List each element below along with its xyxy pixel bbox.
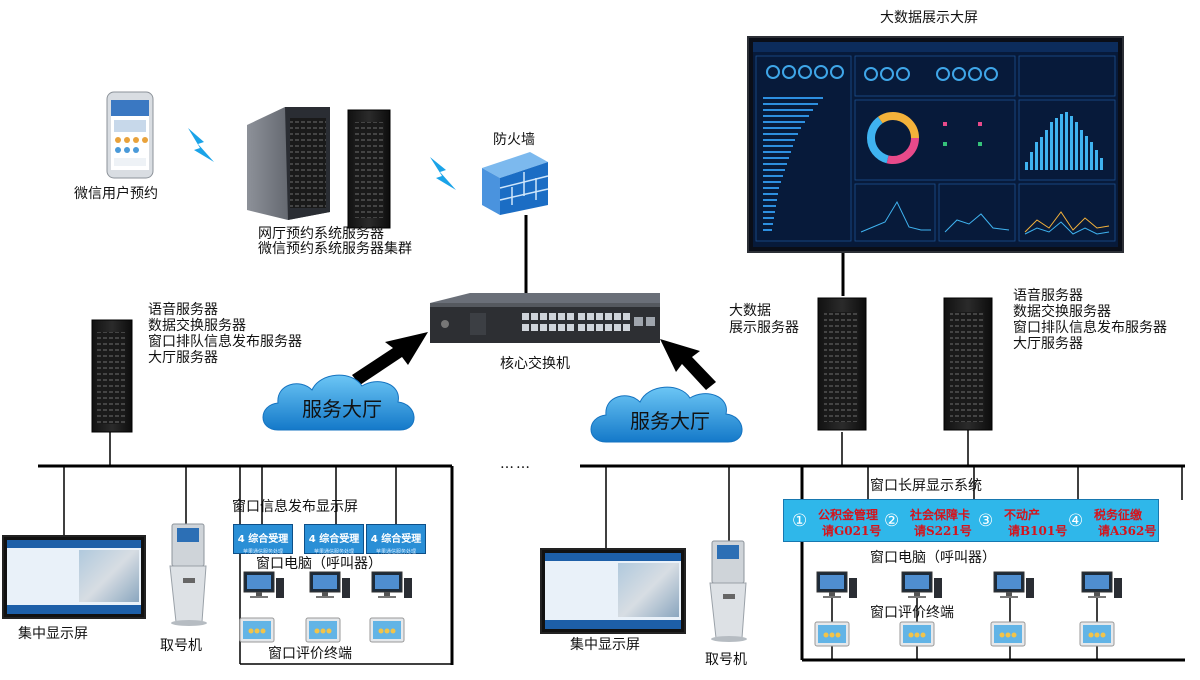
right-server-label-4: 大厅服务器 [1013,336,1083,352]
window-pc-right-1 [816,571,857,598]
segment-number: ② [884,511,900,531]
long-screen-segment-1: ① 公积金管理 请G021号 [790,504,882,538]
window-info-screen-label: 窗口信息发布显示屏 [232,499,358,515]
eval-terminal-right-2 [899,621,935,647]
wechat-user-label: 微信用户预约 [74,186,158,202]
window-pc-left-3 [371,571,412,598]
central-display-photo [78,550,139,602]
web-server-cluster [247,107,391,229]
eval-terminal-right-1 [814,621,850,647]
window-lcd-sub: 苹果通信服务处理 [242,549,283,555]
segment-number: ③ [978,511,994,531]
window-pc-left-1 [243,571,284,598]
left-arrow [352,332,428,385]
firewall-label: 防火墙 [493,132,535,148]
central-display-left [2,535,146,619]
segment-name: 公积金管理 [818,508,879,522]
window-lcd-title: 4 综合受理 [237,534,289,545]
lightning-icon-right [430,157,456,190]
long-screen-segment-4: ④ 税务征缴 请A362号 [1066,504,1158,538]
ticket-right-label: 取号机 [705,652,747,668]
window-pc-left-label: 窗口电脑（呼叫器） [256,556,382,572]
lightning-icon-left [188,128,214,162]
window-lcd-sub: 苹果通信服务处理 [375,549,416,555]
core-switch-label: 核心交换机 [500,356,570,372]
right-arrow [660,339,716,390]
bigdata-server-label-2: 展示服务器 [729,320,799,336]
central-display-footer [7,605,141,614]
window-long-screen: ① 公积金管理 请G021号 ② 社会保障卡 请S221号 ③ 不动产 请B10… [783,499,1159,542]
right-server-label-1: 语音服务器 [1013,288,1083,304]
central-display-header [7,540,141,548]
hall-right-text: 服务大厅 [630,409,710,433]
segment-number: ④ [1068,511,1084,531]
window-pc-right-4 [1081,571,1122,598]
window-lcd-title: 4 综合受理 [370,534,422,545]
uplink-lines [524,215,845,296]
segment-call: 请G021号 [822,524,882,538]
hall-left-text: 服务大厅 [302,397,382,421]
left-server-tower [91,319,133,433]
eval-left-label: 窗口评价终端 [268,646,352,662]
ticket-kiosk-left [169,523,207,626]
smartphone [106,91,154,179]
cloud-left [262,374,415,431]
central-display-photo [617,563,679,617]
left-server-label-2: 数据交换服务器 [148,318,246,334]
ticket-left-label: 取号机 [160,638,202,654]
right-server-label-2: 数据交换服务器 [1013,304,1111,320]
bigdata-server-label-1: 大数据 [729,303,771,319]
window-pc-left-2 [309,571,350,598]
segment-name: 不动产 [1004,508,1041,522]
long-screen-segment-2: ② 社会保障卡 请S221号 [882,504,974,538]
window-lcd-2: 4 综合受理 苹果通信服务处理 [304,524,364,555]
eval-terminal-right-4 [1079,621,1115,647]
window-pc-right-label: 窗口电脑（呼叫器） [870,550,996,566]
dots-label: …… [500,456,532,472]
segment-number: ① [792,511,808,531]
core-switch [430,293,660,343]
ticket-kiosk-right [709,540,747,642]
window-lcd-sub: 苹果通信服务处理 [313,549,354,555]
firewall-icon [482,152,549,215]
big-data-display-screen [747,36,1124,253]
eval-terminal-right-3 [990,621,1026,647]
central-display-footer [545,620,681,629]
right-server-label-3: 窗口排队信息发布服务器 [1013,320,1167,336]
window-lcd-3: 4 综合受理 苹果通信服务处理 [366,524,426,555]
segment-call: 请B101号 [1008,524,1068,538]
window-lcd-title: 4 综合受理 [308,534,360,545]
right-server-tower [943,297,993,431]
cloud-right [590,386,743,443]
eval-right-label: 窗口评价终端 [870,605,954,621]
server-cluster-label-1: 网厅预约系统服务器 [258,226,384,242]
central-screen-left-label: 集中显示屏 [18,626,88,642]
big-screen-label: 大数据展示大屏 [880,10,978,26]
eval-terminal-left-2 [305,617,341,643]
central-display-header [545,553,681,561]
left-server-label-3: 窗口排队信息发布服务器 [148,334,302,350]
eval-terminal-left-1 [239,617,275,643]
window-lcd-1: 4 综合受理 苹果通信服务处理 [233,524,293,555]
window-pc-right-3 [993,571,1034,598]
server-cluster-label-2: 微信预约系统服务器集群 [258,241,412,257]
segment-name: 税务征缴 [1094,508,1143,522]
dashboard-visual [753,42,1118,242]
long-screen-system-label: 窗口长屏显示系统 [870,478,982,494]
bus-lines [38,464,1185,665]
left-server-label-1: 语音服务器 [148,302,218,318]
central-display-right [540,548,686,634]
central-screen-right-label: 集中显示屏 [570,637,640,653]
long-screen-segment-3: ③ 不动产 请B101号 [976,504,1068,538]
segment-call: 请A362号 [1098,524,1157,538]
left-server-label-4: 大厅服务器 [148,350,218,366]
segment-call: 请S221号 [914,524,972,538]
window-pc-right-2 [901,571,942,598]
segment-name: 社会保障卡 [910,508,971,522]
bigdata-server-tower [817,297,867,431]
eval-terminal-left-3 [369,617,405,643]
